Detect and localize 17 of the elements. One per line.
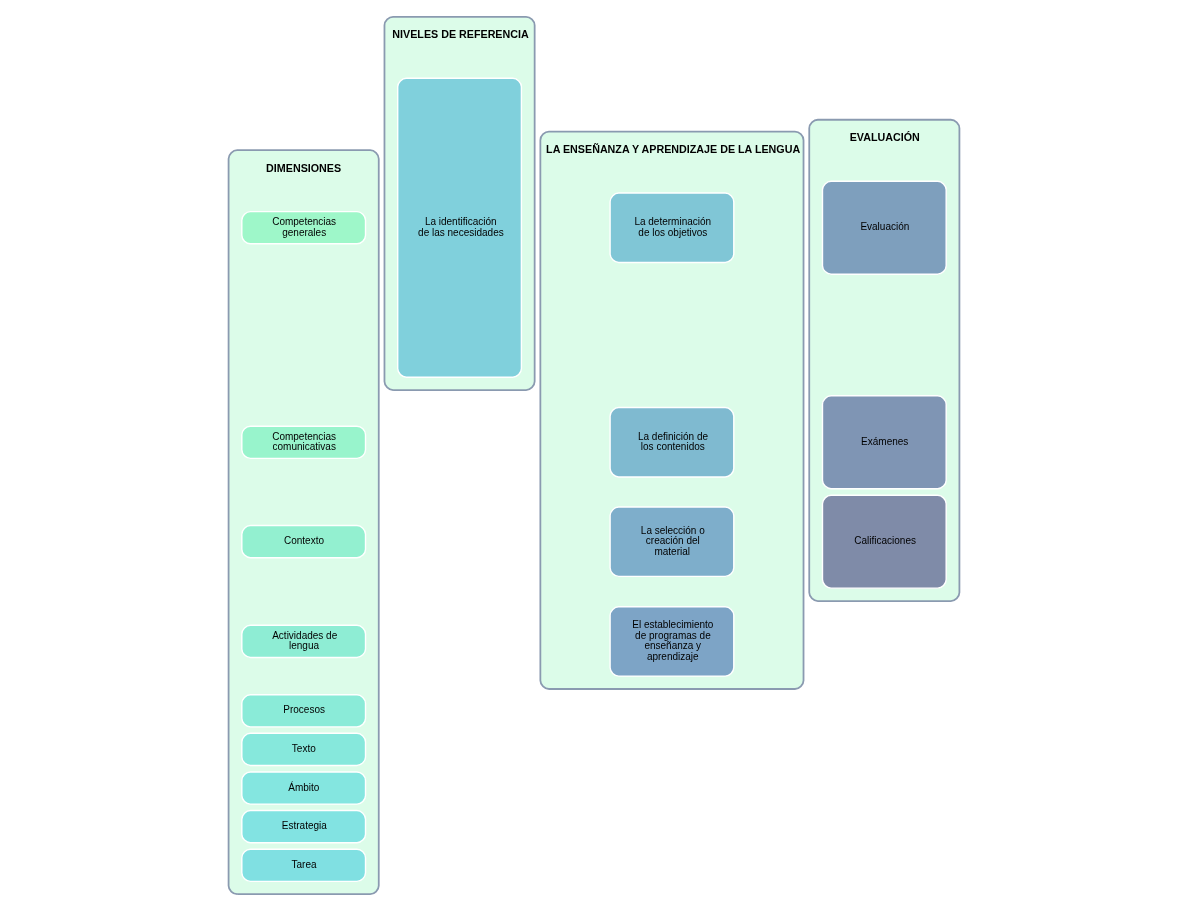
node-box: La definición de los contenidos (608, 406, 734, 478)
node-box: La selección o creación del material (608, 506, 734, 578)
node-box: Estrategia (240, 809, 366, 844)
node-box: Procesos (240, 694, 366, 728)
node-box: El establecimiento de programas de enseñanza y aprendizaje (608, 606, 734, 677)
node-box: Exámenes (821, 395, 947, 490)
node-box: La identificación de las necesidades (396, 77, 522, 378)
node-box: Evaluación (821, 180, 947, 275)
node-box: Tarea (240, 848, 366, 883)
node-box: Ámbito (240, 771, 366, 805)
node-box: Competencias comunicativas (240, 425, 366, 460)
node-box: Contexto (240, 524, 366, 559)
node-box: Calificaciones (821, 494, 947, 589)
node-box: Actividades de lengua (240, 624, 366, 659)
node-box: La determinación de los objetivos (608, 192, 734, 264)
node-box: Competencias generales (240, 210, 366, 245)
node-box: Texto (240, 732, 366, 767)
